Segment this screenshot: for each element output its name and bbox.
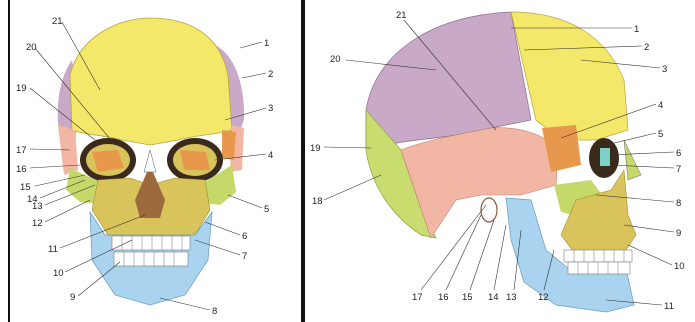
side-label: 8: [676, 198, 681, 209]
side-label: 5: [658, 129, 663, 140]
side-view-panel: 1 2 3 4 5 6 7 8 9 10 11 12 13 14 15 16 1…: [306, 0, 695, 322]
side-label: 12: [538, 292, 549, 303]
side-label: 15: [462, 292, 473, 303]
side-nasal-bone: [624, 140, 641, 180]
front-skull-diagram: 1 2 3 4 5 6 7 8 9 10 11 12 13 14 15 16 1…: [0, 0, 300, 322]
side-label: 20: [330, 54, 341, 65]
side-label: 18: [312, 196, 323, 207]
front-label: 7: [242, 251, 247, 262]
side-label: 1: [634, 24, 639, 35]
side-label: 19: [310, 143, 321, 154]
side-label: 21: [396, 10, 407, 21]
front-label: 3: [268, 103, 273, 114]
side-label: 14: [488, 292, 499, 303]
side-label: 4: [658, 100, 663, 111]
front-label: 9: [70, 292, 75, 303]
front-label: 17: [16, 145, 27, 156]
front-nasal-cavity: [135, 165, 165, 218]
side-lacrimal-bone: [600, 148, 610, 166]
front-frontal-bone: [70, 18, 232, 145]
front-label: 20: [26, 42, 37, 53]
side-external-auditory-meatus: [481, 198, 497, 222]
front-view-panel: 1 2 3 4 5 6 7 8 9 10 11 12 13 14 15 16 1…: [0, 0, 300, 322]
side-skull-diagram: 1 2 3 4 5 6 7 8 9 10 11 12 13 14 15 16 1…: [306, 0, 695, 322]
side-label: 6: [676, 148, 681, 159]
side-label: 16: [438, 292, 449, 303]
panel-divider: [301, 0, 305, 322]
front-label: 5: [264, 204, 269, 215]
side-label: 3: [662, 64, 667, 75]
side-label: 17: [412, 292, 423, 303]
front-label: 8: [212, 306, 217, 317]
side-label: 11: [664, 301, 674, 312]
front-label: 1: [264, 38, 269, 49]
front-label: 21: [52, 16, 63, 27]
front-label: 4: [268, 150, 273, 161]
side-label: 7: [676, 164, 681, 175]
side-label: 10: [674, 261, 685, 272]
front-label: 2: [268, 69, 273, 80]
front-label: 10: [53, 268, 64, 279]
front-sphenoid-right: [222, 130, 236, 160]
side-label: 13: [506, 292, 517, 303]
side-teeth: [564, 250, 632, 274]
front-label: 19: [16, 83, 27, 94]
front-label: 12: [32, 218, 43, 229]
front-label: 16: [16, 164, 27, 175]
front-label: 14: [27, 194, 38, 205]
side-label: 2: [644, 42, 649, 53]
side-label: 9: [676, 228, 681, 239]
front-label: 11: [48, 244, 58, 255]
front-label: 6: [242, 231, 247, 242]
front-label: 15: [20, 182, 31, 193]
